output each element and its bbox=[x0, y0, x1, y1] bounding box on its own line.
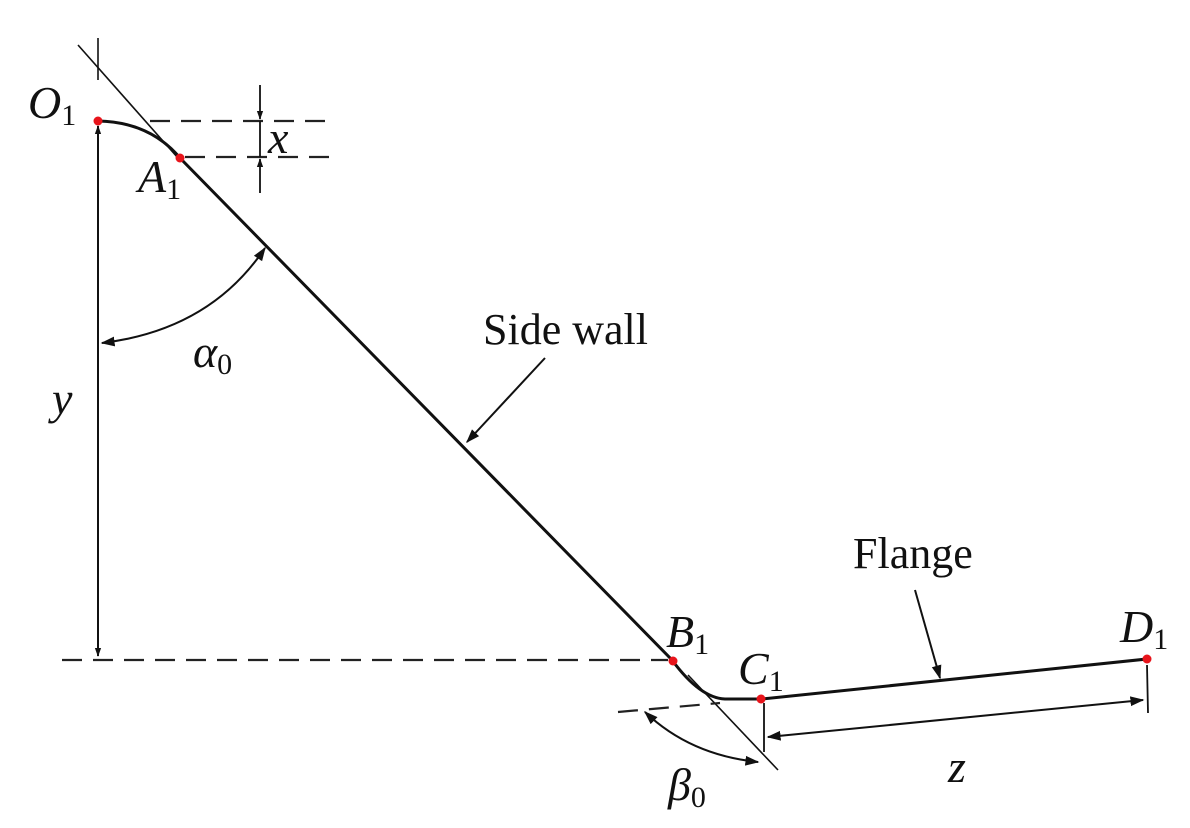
label-alpha0: α0 bbox=[193, 326, 232, 381]
label-x: x bbox=[267, 112, 289, 163]
beta-angle-arc bbox=[643, 711, 760, 766]
point-b1-marker bbox=[668, 656, 678, 666]
label-z: z bbox=[947, 741, 966, 792]
flange-leader bbox=[914, 589, 942, 680]
side-wall-leader bbox=[466, 357, 546, 444]
beta-dashed-line bbox=[617, 701, 721, 714]
point-d1-marker bbox=[1142, 654, 1152, 664]
point-o1-marker bbox=[93, 116, 103, 126]
label-a1: A1 bbox=[135, 151, 181, 206]
label-o1: O1 bbox=[28, 77, 76, 132]
label-y: y bbox=[48, 373, 73, 424]
label-d1: D1 bbox=[1119, 601, 1168, 656]
flange-label: Flange bbox=[853, 529, 973, 578]
point-c1-marker bbox=[756, 694, 766, 704]
point-a1-marker bbox=[175, 153, 185, 163]
label-c1: C1 bbox=[738, 643, 784, 698]
z-right-extension bbox=[1146, 664, 1149, 714]
profile-curve bbox=[97, 119, 1148, 701]
side-wall-label: Side wall bbox=[483, 305, 648, 354]
side-wall-line-highlight bbox=[179, 157, 673, 661]
label-b1: B1 bbox=[666, 606, 709, 661]
label-beta0: β0 bbox=[667, 759, 706, 814]
z-dimension-line bbox=[766, 696, 1145, 741]
alpha-angle-arc bbox=[100, 246, 266, 347]
